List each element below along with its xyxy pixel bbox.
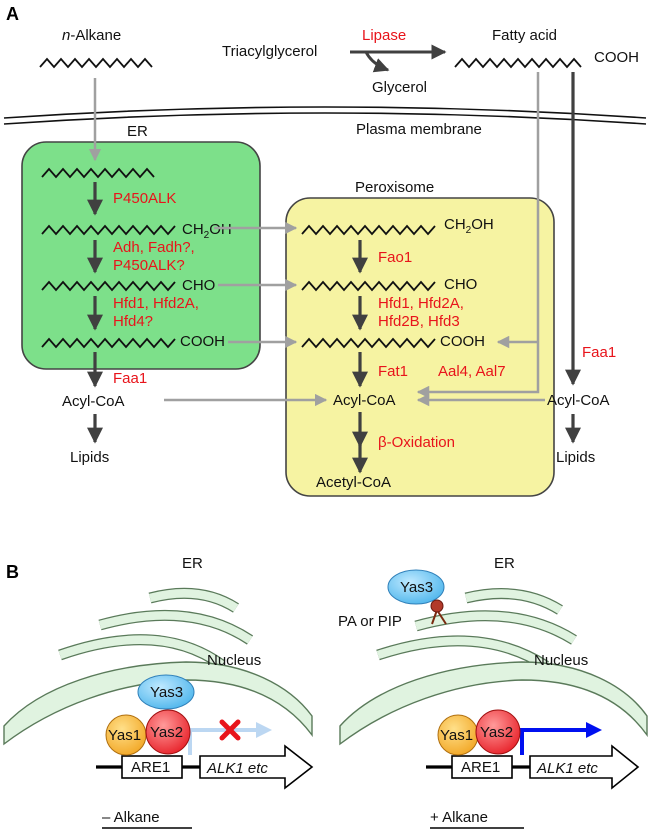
right-transcription-head-on	[586, 722, 602, 738]
right-transcription-arrow-on	[520, 728, 588, 755]
enzyme-hfd-er-line1: Hfd1, Hfd2A,	[113, 295, 199, 312]
right-nuclear-envelope	[339, 661, 648, 746]
plus-alkane-label: + Alkane	[430, 809, 488, 826]
peroxisome-compartment	[285, 197, 555, 497]
left-yas1-label: Yas1	[108, 727, 141, 744]
cytosol-lipids: Lipids	[556, 449, 595, 466]
left-nuclear-envelope	[3, 661, 313, 746]
right-er-label: ER	[494, 555, 515, 572]
left-yas3	[137, 674, 195, 710]
er-label: ER	[127, 123, 148, 140]
fatty-acid-cooh: COOH	[594, 49, 639, 66]
triacylglycerol-label: Triacylglycerol	[222, 43, 317, 60]
minus-alkane-label: – Alkane	[102, 809, 160, 826]
left-alk1-gene-arrow	[199, 744, 314, 790]
panel-a-letter: A	[6, 4, 19, 24]
beta-oxidation-label: β-Oxidation	[378, 434, 455, 451]
fatty-acid-label: Fatty acid	[492, 27, 557, 44]
left-block-x-icon	[219, 719, 241, 741]
alkane-chain-top	[39, 57, 153, 69]
enzyme-adh-line2: P450ALK?	[113, 257, 185, 274]
px-cho: CHO	[444, 276, 477, 293]
left-are1-label: ARE1	[131, 759, 170, 776]
left-nucleus-label: Nucleus	[207, 652, 261, 669]
right-alk1-label: ALK1 etc	[536, 760, 598, 777]
peroxisome-label: Peroxisome	[355, 179, 434, 196]
enzyme-hfd-px-line2: Hfd2B, Hfd3	[378, 313, 460, 330]
right-yas2-label: Yas2	[480, 724, 513, 741]
er-cho: CHO	[182, 277, 215, 294]
pa-pip-label: PA or PIP	[338, 613, 402, 630]
px-acid-chain	[301, 337, 436, 349]
glycerol-label: Glycerol	[372, 79, 427, 96]
left-er-membranes	[58, 587, 254, 670]
cytosol-acyl-coa: Acyl-CoA	[547, 392, 610, 409]
right-alk1-gene-arrow	[529, 744, 640, 790]
er-alcohol-chain	[41, 224, 176, 236]
er-aldehyde-chain	[41, 280, 176, 292]
left-yas2-label: Yas2	[150, 724, 183, 741]
left-er-label: ER	[182, 555, 203, 572]
left-yas3-label: Yas3	[150, 684, 183, 701]
enzyme-aal: Aal4, Aal7	[438, 363, 506, 380]
er-cooh: COOH	[180, 333, 225, 350]
n-alkane-label: n-Alkane	[62, 27, 121, 44]
px-cooh: COOH	[440, 333, 485, 350]
fatty-acid-chain	[454, 57, 582, 69]
plasma-membrane-line-inner	[3, 112, 647, 125]
left-yas2	[145, 709, 191, 755]
enzyme-hfd-er-line2: Hfd4?	[113, 313, 153, 330]
px-acyl-coa: Acyl-CoA	[333, 392, 396, 409]
enzyme-p450alk: P450ALK	[113, 190, 176, 207]
acetyl-coa-label: Acetyl-CoA	[316, 474, 391, 491]
panel-b-letter: B	[6, 562, 19, 582]
right-yas3-label: Yas3	[400, 579, 433, 596]
pa-pip-lipid-icon	[430, 599, 447, 625]
px-alcohol-chain	[301, 224, 436, 236]
lipase-enzyme: Lipase	[362, 27, 406, 44]
enzyme-faa1-er: Faa1	[113, 370, 147, 387]
glycerol-arrow	[364, 51, 390, 73]
right-yas1-label: Yas1	[440, 727, 473, 744]
left-transcription-head-off	[256, 722, 272, 738]
er-compartment	[21, 141, 261, 370]
right-yas2	[475, 709, 521, 755]
er-alkane-chain	[41, 167, 155, 179]
enzyme-adh-line1: Adh, Fadh?,	[113, 239, 195, 256]
er-ch2oh: CH2OH	[182, 221, 232, 241]
right-nucleus-label: Nucleus	[534, 652, 588, 669]
plasma-membrane-label: Plasma membrane	[356, 121, 482, 138]
right-yas3	[387, 569, 445, 605]
left-alk1-label: ALK1 etc	[206, 760, 268, 777]
er-acid-chain	[41, 337, 176, 349]
er-acyl-coa: Acyl-CoA	[62, 393, 125, 410]
px-aldehyde-chain	[301, 280, 436, 292]
enzyme-hfd-px-line1: Hfd1, Hfd2A,	[378, 295, 464, 312]
fatty-acid-to-px-acylcoa-arrow	[416, 72, 540, 399]
right-are1-label: ARE1	[461, 759, 500, 776]
px-ch2oh: CH2OH	[444, 216, 494, 236]
right-er-membranes	[376, 588, 577, 671]
enzyme-faa1-cytosol: Faa1	[582, 344, 616, 361]
er-lipids: Lipids	[70, 449, 109, 466]
enzyme-fao1: Fao1	[378, 249, 412, 266]
enzyme-fat1: Fat1	[378, 363, 408, 380]
